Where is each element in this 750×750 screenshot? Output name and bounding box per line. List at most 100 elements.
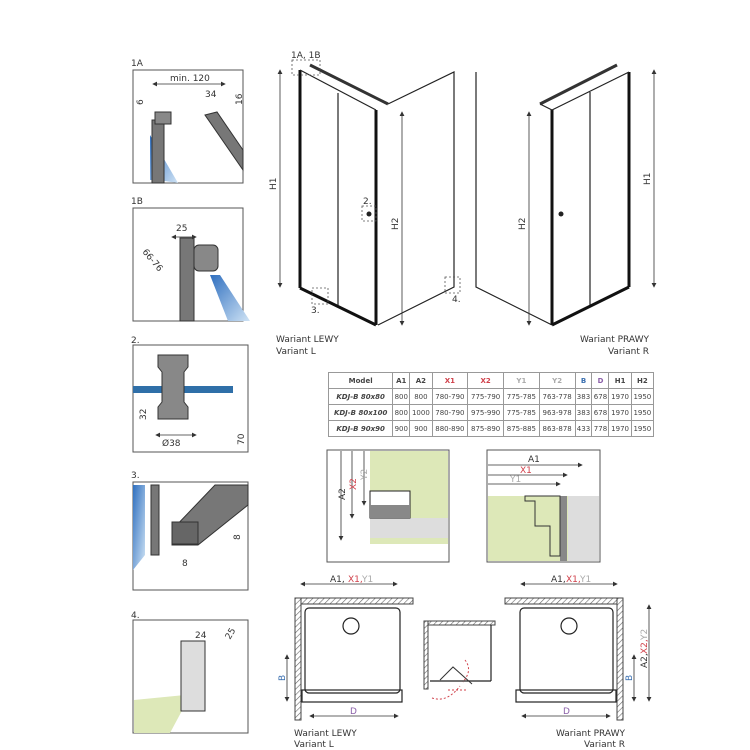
column-header-b: B (574, 372, 593, 389)
value-cell: 763-778 (538, 388, 576, 405)
column-header-y2: Y2 (538, 372, 576, 389)
label-y2: Y2 (360, 469, 370, 481)
dim-70: 70 (237, 433, 247, 445)
column-header-d: D (591, 372, 610, 389)
value-cell: 800 (392, 404, 411, 421)
model-cell: KDJ-B 80x80 (327, 388, 394, 405)
value-cell: 900 (392, 420, 411, 437)
view-variant-left: 1A, 1B 2. 3. 4. H1 H2 Wariant LEWY Varia… (269, 51, 461, 357)
detail-3-label: 3. (131, 471, 140, 481)
install-detail-right: A1 X1 Y1 (486, 449, 601, 563)
label-h1-right: H1 (643, 173, 653, 186)
value-cell: 875-890 (467, 420, 504, 437)
value-cell: 775-790 (467, 388, 504, 405)
plan-right-d: D (563, 707, 570, 717)
value-cell: 1950 (630, 404, 655, 421)
model-cell: KDJ-B 80x100 (327, 404, 394, 421)
plan-left-a1: A1, (330, 575, 345, 585)
value-cell: 383 (574, 388, 593, 405)
dim-min-120: min. 120 (170, 74, 210, 84)
dim-16: 16 (235, 93, 245, 105)
dim-24: 24 (195, 631, 207, 641)
value-cell: 778 (591, 420, 610, 437)
plan-variant-right: A1, X1, Y1 A2, X2, Y2 B D Wariant PRAWY … (504, 575, 652, 750)
variant-left-en: Variant L (276, 347, 316, 357)
column-header-h2: H2 (630, 372, 655, 389)
column-header-y1: Y1 (503, 372, 540, 389)
value-cell: 1950 (630, 420, 655, 437)
plan-right-y2: Y2 (640, 629, 650, 641)
value-cell: 433 (574, 420, 593, 437)
value-cell: 963-978 (538, 404, 576, 421)
callout-4: 4. (452, 295, 461, 305)
value-cell: 863-878 (538, 420, 576, 437)
column-header-h1: H1 (608, 372, 632, 389)
dim-32: 32 (139, 409, 149, 420)
column-header-x1: X1 (431, 372, 469, 389)
callout-2: 2. (363, 197, 372, 207)
value-cell: 800 (409, 388, 433, 405)
variant-right-en: Variant R (608, 347, 649, 357)
detail-2-label: 2. (131, 336, 140, 346)
value-cell: 780-790 (431, 404, 469, 421)
dim-diameter-38: Ø38 (162, 438, 181, 449)
door-swing-diagram (423, 620, 496, 700)
dim-25-depth: 25 (224, 627, 238, 642)
detail-4-label: 4. (131, 611, 140, 621)
model-cell: KDJ-B 90x90 (327, 420, 394, 437)
value-cell: 975-990 (467, 404, 504, 421)
label-h2-right: H2 (518, 218, 528, 231)
column-header-model: Model (327, 372, 394, 389)
plan-right-a2: A2, (640, 653, 650, 668)
value-cell: 780-790 (431, 388, 469, 405)
label-y1: Y1 (509, 475, 521, 485)
label-a1: A1 (528, 455, 540, 465)
column-header-a2: A2 (409, 372, 433, 389)
detail-2-handle: 2. Ø38 32 70 (131, 336, 249, 453)
value-cell: 880-890 (431, 420, 469, 437)
label-h2-left: H2 (391, 218, 401, 231)
dim-8-height: 8 (233, 534, 243, 540)
dim-34: 34 (205, 90, 217, 100)
callout-1a-1b: 1A, 1B (291, 51, 321, 61)
value-cell: 1970 (608, 388, 632, 405)
plan-right-x1: X1, (566, 575, 581, 585)
plan-left-y1: Y1 (361, 575, 373, 585)
value-cell: 1970 (608, 420, 632, 437)
view-variant-right: H2 H1 Wariant PRAWY Variant R (475, 63, 657, 357)
callout-3: 3. (311, 306, 320, 316)
value-cell: 800 (392, 388, 411, 405)
label-x2: X2 (349, 478, 359, 490)
detail-1a: 1A min. 120 34 6 16 (131, 59, 245, 184)
label-x1: X1 (520, 466, 532, 476)
label-a2: A2 (338, 488, 348, 500)
value-cell: 875-885 (503, 420, 540, 437)
plan-variant-left: A1, X1, Y1 B D Wariant LEWY Variant L (278, 575, 414, 750)
label-h1-left: H1 (269, 178, 279, 191)
plan-left-b: B (278, 675, 288, 681)
value-cell: 678 (591, 404, 610, 421)
dim-6: 6 (136, 99, 146, 105)
value-cell: 678 (591, 388, 610, 405)
plan-right-x2: X2, (640, 639, 650, 654)
value-cell: 1950 (630, 388, 655, 405)
plan-left-variant-pl: Wariant LEWY (294, 729, 357, 739)
column-header-a1: A1 (392, 372, 411, 389)
value-cell: 1970 (608, 404, 632, 421)
dim-8-width: 8 (182, 559, 188, 569)
value-cell: 775-785 (503, 404, 540, 421)
plan-right-a1: A1, (551, 575, 566, 585)
plan-right-b: B (625, 675, 635, 681)
column-header-x2: X2 (467, 372, 504, 389)
plan-left-variant-en: Variant L (294, 740, 334, 750)
value-cell: 1000 (409, 404, 433, 421)
detail-1a-label: 1A (131, 59, 144, 69)
plan-left-d: D (350, 707, 357, 717)
